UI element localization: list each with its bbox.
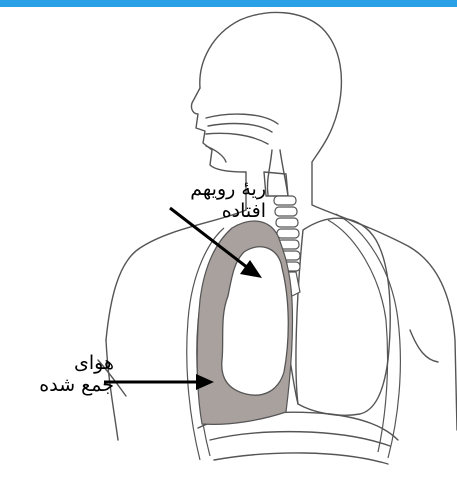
trachea-ring <box>275 207 297 216</box>
pleural-air-label-line1: هوای <box>18 352 114 374</box>
trachea-ring <box>276 218 298 227</box>
collapsed-lung-label-line2: افتاده <box>150 200 266 222</box>
trachea-ring <box>274 196 296 205</box>
lower-abdomen <box>210 432 390 464</box>
pleural-air-label: هوای جمع شده <box>18 352 114 396</box>
right-lung <box>296 218 390 415</box>
pleural-air-label-line2: جمع شده <box>18 374 114 396</box>
nasal-cavity <box>206 114 278 144</box>
right-chest-wall <box>336 214 400 458</box>
trachea-ring <box>277 229 299 238</box>
right-chest-wall-inner <box>328 220 388 452</box>
collapsed-lung-label: ریهٔ رویهم افتاده <box>150 178 266 222</box>
collapsed-lung-label-line1: ریهٔ رویهم <box>150 178 266 200</box>
right-arm-fold <box>410 330 438 362</box>
